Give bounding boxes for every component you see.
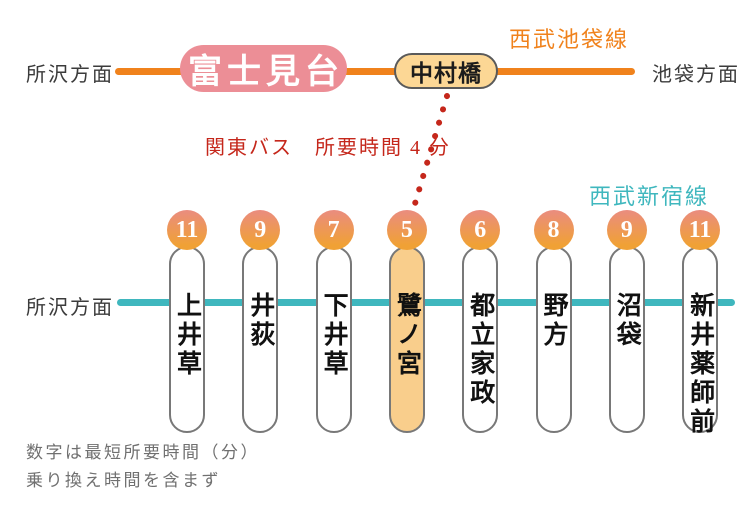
travel-time-badge: 11 xyxy=(167,210,207,250)
station-pill: 上井草 xyxy=(169,246,205,433)
shinjuku-direction-tokorozawa-label: 所沢方面 xyxy=(26,297,114,319)
station-name-label: 井荻 xyxy=(246,292,274,350)
travel-time-badge: 7 xyxy=(313,210,354,250)
travel-time-minutes: 9 xyxy=(620,216,633,243)
station-name-label: 新井薬師前 xyxy=(686,292,714,437)
bus-transfer-label: 関東バス 所要時間 4 分 xyxy=(205,137,451,159)
travel-time-minutes: 7 xyxy=(327,216,340,243)
station-fujimidai: 富士見台 xyxy=(180,45,347,92)
travel-time-badge: 6 xyxy=(460,210,501,250)
ikebukuro-direction-ikebukuro-label: 池袋方面 xyxy=(652,64,740,86)
station-name-label: 鷺ノ宮 xyxy=(393,292,421,379)
station-pill: 沼袋 xyxy=(608,246,645,433)
station-name-label: 野方 xyxy=(540,292,567,350)
station-nakamurabashi-label: 中村橋 xyxy=(410,61,482,86)
travel-time-badge: 9 xyxy=(240,210,281,250)
station-pill: 野方 xyxy=(535,246,572,433)
station-name-label: 下井草 xyxy=(320,292,348,379)
note-transfer-time: 乗り換え時間を含まず xyxy=(26,471,221,490)
station-name-label: 上井草 xyxy=(173,292,201,379)
travel-time-minutes: 9 xyxy=(254,216,267,243)
travel-time-minutes: 11 xyxy=(688,216,712,243)
note-minutes-legend: 数字は最短所要時間（分） xyxy=(26,443,260,462)
station-pill: 井荻 xyxy=(242,246,279,433)
travel-time-minutes: 5 xyxy=(400,216,413,243)
travel-time-badge: 8 xyxy=(533,210,574,250)
station-pill: 鷺ノ宮 xyxy=(388,246,425,433)
travel-time-minutes: 11 xyxy=(175,216,199,243)
travel-time-badge: 9 xyxy=(606,210,647,250)
station-fujimidai-label: 富士見台 xyxy=(188,54,344,91)
travel-time-badge: 11 xyxy=(680,210,721,250)
shinjuku-line-track xyxy=(117,299,735,306)
ikebukuro-line-track xyxy=(115,68,635,75)
travel-time-badge: 5 xyxy=(386,210,427,250)
travel-time-minutes: 8 xyxy=(547,216,560,243)
shinjuku-line-name-label: 西武新宿線 xyxy=(589,184,710,209)
station-pill: 都立家政 xyxy=(462,246,499,433)
ikebukuro-line-name-label: 西武池袋線 xyxy=(509,27,630,52)
station-name-label: 都立家政 xyxy=(466,292,494,408)
travel-time-minutes: 6 xyxy=(474,216,487,243)
station-nakamurabashi: 中村橋 xyxy=(394,53,498,89)
station-pill: 下井草 xyxy=(315,246,352,433)
station-name-label: 沼袋 xyxy=(613,292,641,350)
station-pill: 新井薬師前 xyxy=(682,246,719,437)
ikebukuro-direction-tokorozawa-label: 所沢方面 xyxy=(26,64,114,86)
